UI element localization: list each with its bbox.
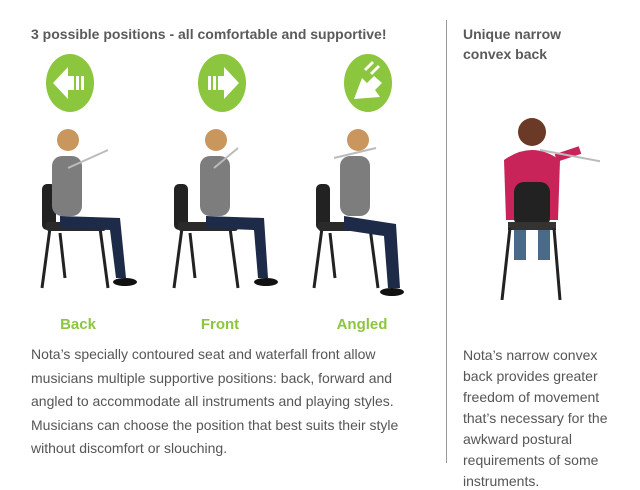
position-label-front: Front <box>200 316 240 333</box>
position-label-angled: Angled <box>336 316 388 333</box>
arrow-down-left-icon <box>344 54 392 112</box>
angled-position-photo <box>312 129 404 296</box>
convex-back-description: Nota’s narrow convex back provides great… <box>463 347 608 489</box>
convex-back-photo <box>500 118 600 300</box>
heading-line: convex back <box>463 46 548 62</box>
position-label-back: Back <box>60 316 96 333</box>
divider <box>446 20 447 463</box>
back-position-photo <box>40 129 137 289</box>
convex-back-heading: Unique narrow convex back <box>463 24 561 64</box>
positions-heading: 3 possible positions - all comfortable a… <box>31 26 387 42</box>
heading-line: Unique narrow <box>463 26 562 42</box>
front-position-photo <box>172 129 278 289</box>
positions-description: Nota’s specially contoured seat and wate… <box>31 346 399 456</box>
arrow-left-icon <box>46 54 94 112</box>
arrow-right-icon <box>198 54 246 112</box>
